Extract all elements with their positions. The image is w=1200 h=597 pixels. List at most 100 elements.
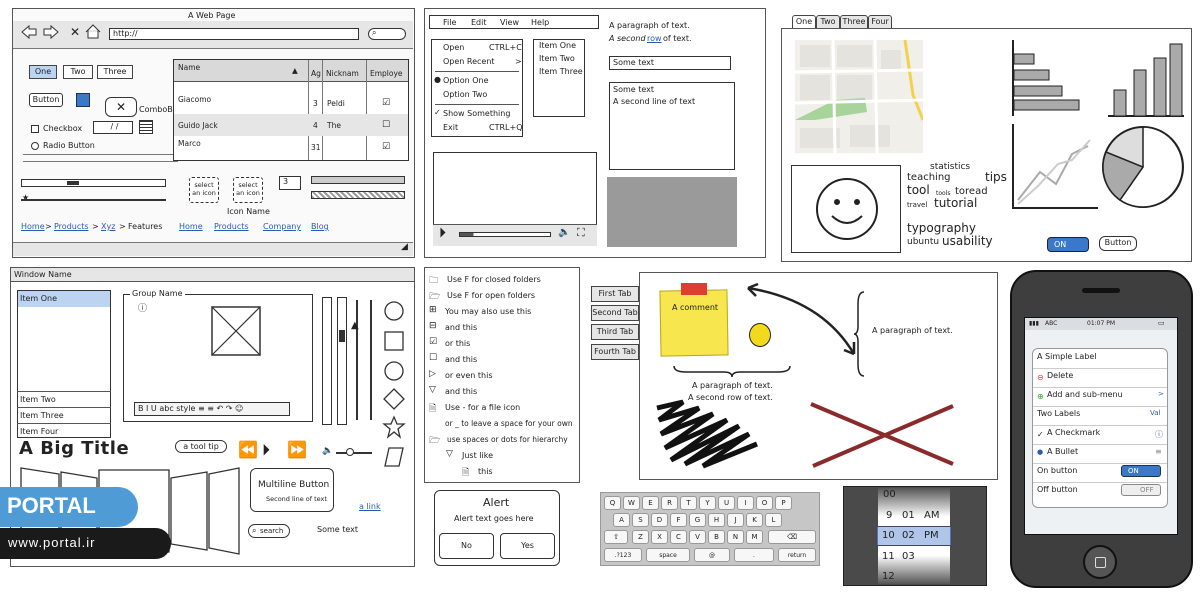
key-d[interactable]: D [651, 513, 668, 527]
menu-item-exit[interactable]: Exit [443, 123, 459, 132]
table-checkbox[interactable]: ☐ [382, 120, 391, 130]
shift-key[interactable]: ⇧ [604, 530, 628, 544]
phone-row-label[interactable]: On button [1037, 466, 1078, 475]
table-header-nick[interactable]: Nicknam [326, 69, 359, 78]
volume-icon[interactable]: 🔈 [558, 227, 571, 238]
picker-minute[interactable]: 01 [902, 510, 915, 521]
picker-hour[interactable]: 10 [882, 530, 895, 541]
menu-item-option-one[interactable]: Option One [443, 76, 489, 85]
picker-hour[interactable]: 00 [883, 489, 896, 500]
key-q[interactable]: Q [604, 496, 621, 510]
list-item-selected[interactable] [18, 291, 110, 307]
menu-edit[interactable]: Edit [471, 18, 487, 27]
nav-link-products[interactable]: Products [214, 222, 249, 231]
key-z[interactable]: Z [632, 530, 649, 544]
tree-item[interactable]: or even this [445, 371, 493, 380]
off-toggle[interactable] [1121, 484, 1161, 496]
date-field[interactable]: / / [93, 121, 133, 134]
alert-no-button[interactable]: No [439, 533, 494, 559]
fast-forward-icon[interactable]: ⏩ [287, 440, 307, 459]
menu-item-option-two[interactable]: Option Two [443, 90, 488, 99]
tag[interactable]: tutorial [934, 196, 978, 210]
horizontal-scrollbar[interactable] [21, 179, 166, 187]
key-symbol[interactable]: @ [694, 548, 730, 562]
menu-item-show-something[interactable]: Show Something [443, 109, 511, 118]
picker-ampm[interactable]: PM [924, 530, 939, 541]
tag[interactable]: statistics [930, 162, 971, 172]
key-space[interactable]: space [646, 548, 690, 562]
add-icon[interactable]: ⊕ [1037, 392, 1044, 401]
breadcrumb-products[interactable]: Products [54, 222, 89, 231]
tree-item[interactable]: Use F for open folders [447, 291, 536, 300]
menu-item-open[interactable]: Open [443, 43, 465, 52]
sticky-note[interactable] [659, 289, 729, 357]
key-l[interactable]: L [765, 513, 782, 527]
help-icon[interactable]: ⓘ [138, 304, 148, 314]
key-w[interactable]: W [623, 496, 640, 510]
tree-item[interactable]: use spaces or dots for hierarchy [447, 435, 568, 444]
key-c[interactable]: C [670, 530, 687, 544]
menu-view[interactable]: View [500, 18, 519, 27]
list-item[interactable]: Item Three [20, 411, 64, 420]
breadcrumb-home[interactable]: Home [21, 222, 45, 231]
search-field[interactable]: ⌕ [368, 28, 406, 40]
scroll-thumb[interactable] [67, 181, 79, 185]
menu-help[interactable]: Help [531, 18, 550, 27]
on-toggle[interactable] [1121, 465, 1161, 477]
sort-icon[interactable]: ▲ [292, 66, 298, 75]
combobox[interactable]: ✕ [105, 97, 137, 117]
key-o[interactable]: O [756, 496, 773, 510]
key-e[interactable]: E [642, 496, 659, 510]
select-icon-button[interactable]: select an icon [233, 177, 263, 203]
tree-item[interactable]: this [478, 467, 493, 476]
phone-row-label[interactable]: Two Labels [1037, 409, 1081, 418]
volume-slider-thumb[interactable] [346, 448, 354, 456]
tag[interactable]: typography [907, 221, 976, 235]
tab-three[interactable]: Three [97, 65, 133, 79]
phone-row-label[interactable]: Add and sub-menu [1047, 390, 1123, 399]
scroll-thumb[interactable] [339, 330, 345, 342]
video-progress[interactable] [459, 232, 551, 237]
tree-item[interactable]: Use - for a file icon [445, 403, 521, 412]
picker-hour[interactable]: 11 [882, 551, 895, 562]
tag[interactable]: usability [942, 234, 993, 248]
table-checkbox[interactable]: ☑ [382, 142, 391, 152]
text-area[interactable] [609, 82, 735, 170]
list-item[interactable]: Item Three [539, 67, 583, 76]
key-g[interactable]: G [689, 513, 706, 527]
text-link[interactable]: a link [359, 502, 381, 511]
widget-tab-one[interactable]: One [792, 15, 816, 29]
key-symbol[interactable]: . [734, 548, 774, 562]
tag[interactable]: toread [955, 186, 988, 197]
phone-home-button[interactable] [1083, 545, 1117, 579]
tree-item[interactable]: and this [445, 355, 478, 364]
delete-icon[interactable]: ⊖ [1037, 373, 1044, 382]
nav-link-home[interactable]: Home [179, 222, 203, 231]
drag-handle-icon[interactable]: ≡ [1155, 447, 1162, 456]
text-input[interactable]: Some text [609, 56, 731, 70]
key-x[interactable]: X [651, 530, 668, 544]
vtab-third[interactable]: Third Tab [591, 324, 639, 340]
tree-item[interactable]: Just like [462, 451, 493, 460]
widget-tab-two[interactable]: Two [816, 15, 840, 29]
list-item[interactable]: Item Two [539, 54, 575, 63]
tab-two[interactable]: Two [63, 65, 93, 79]
menu-item-open-recent[interactable]: Open Recent [443, 57, 495, 66]
list-item[interactable]: Item One [20, 294, 58, 303]
key-n[interactable]: N [727, 530, 744, 544]
volume-icon[interactable]: 🔈 [322, 446, 334, 456]
widget-tab-three[interactable]: Three [840, 15, 868, 29]
nav-link-blog[interactable]: Blog [311, 222, 329, 231]
list-item[interactable]: Item One [539, 41, 577, 50]
backspace-key[interactable]: ⌫ [768, 530, 816, 544]
widget-button[interactable]: Button [1099, 236, 1137, 251]
play-icon[interactable]: ⏵ [262, 440, 271, 459]
key-m[interactable]: M [746, 530, 763, 544]
alert-yes-button[interactable]: Yes [500, 533, 555, 559]
toggle-switch[interactable] [1047, 237, 1089, 252]
numeric-stepper[interactable]: 3 [279, 176, 301, 190]
key-f[interactable]: F [670, 513, 687, 527]
key-y[interactable]: Y [699, 496, 716, 510]
key-i[interactable]: I [737, 496, 754, 510]
tag[interactable]: ubuntu [907, 237, 940, 247]
